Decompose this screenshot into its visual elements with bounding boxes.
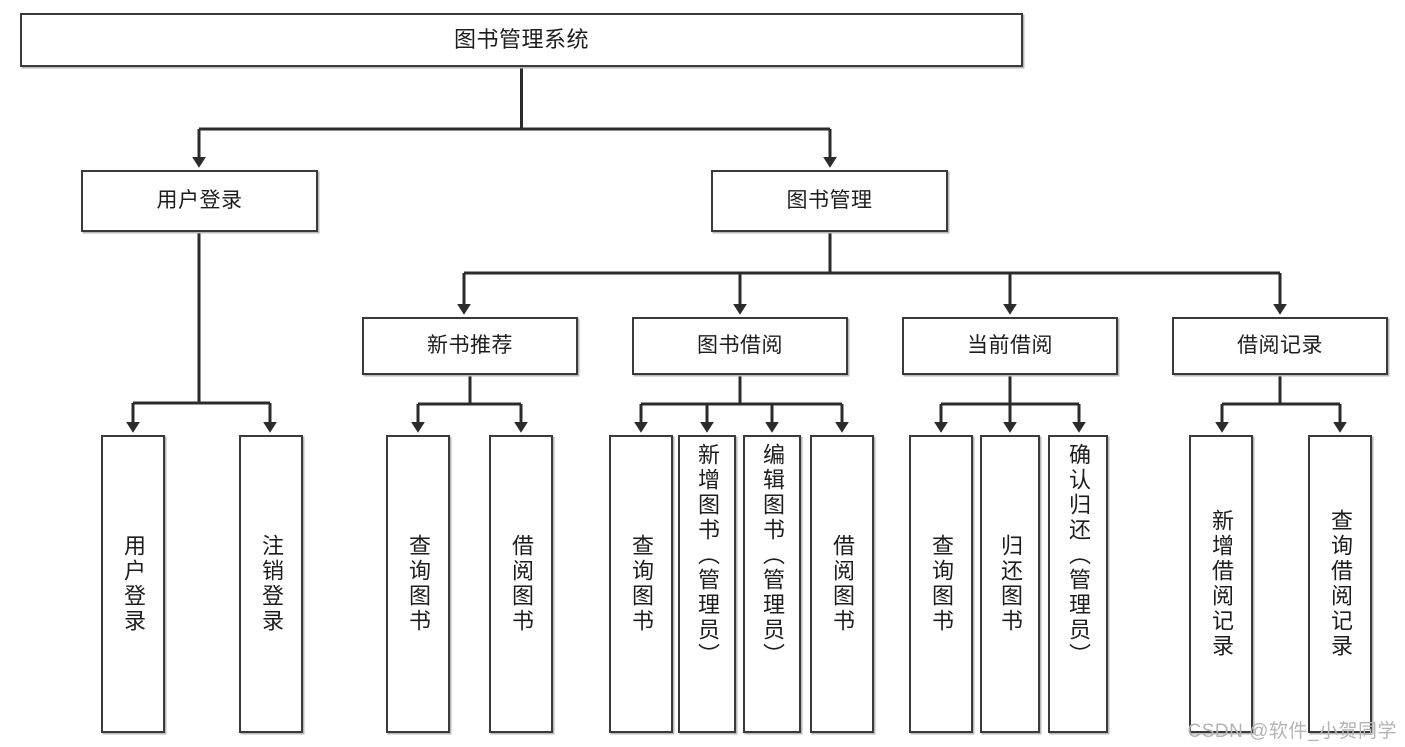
- node-current-borrow[interactable]: 当前借阅: [902, 317, 1118, 375]
- leaf-label: 借阅图书: [508, 534, 534, 634]
- leaf-label: 查询借阅记录: [1327, 509, 1353, 659]
- leaf-label: 注销登录: [258, 534, 284, 634]
- leaf-return-book[interactable]: 归还图书: [980, 435, 1040, 733]
- leaf-borrow-book[interactable]: 借阅图书: [810, 435, 874, 733]
- node-root-system[interactable]: 图书管理系统: [20, 13, 1023, 67]
- leaf-add-book-admin[interactable]: 新增图书（管理员）: [678, 435, 736, 733]
- node-user-login[interactable]: 用户登录: [81, 170, 318, 232]
- leaf-user-login[interactable]: 用户登录: [101, 435, 165, 733]
- leaf-label: 确认归还（管理员）: [1065, 443, 1091, 668]
- node-new-book-recommend[interactable]: 新书推荐: [362, 317, 578, 375]
- leaf-borrow-book-newbook[interactable]: 借阅图书: [489, 435, 553, 733]
- leaf-label: 查询图书: [628, 534, 654, 634]
- leaf-add-borrow-record[interactable]: 新增借阅记录: [1189, 435, 1253, 733]
- node-label: 图书管理系统: [453, 26, 589, 52]
- node-book-borrow[interactable]: 图书借阅: [632, 317, 848, 375]
- node-label: 当前借阅: [967, 334, 1053, 358]
- leaf-query-book-newbook[interactable]: 查询图书: [386, 435, 450, 733]
- node-label: 借阅记录: [1237, 334, 1323, 358]
- watermark-text: CSDN @软件_小贺同学: [1187, 721, 1397, 742]
- node-book-management[interactable]: 图书管理: [711, 170, 948, 232]
- leaf-confirm-return-admin[interactable]: 确认归还（管理员）: [1048, 435, 1108, 733]
- leaf-label: 归还图书: [997, 534, 1023, 634]
- node-label: 图书管理: [786, 189, 873, 213]
- node-label: 新书推荐: [427, 334, 513, 358]
- leaf-edit-book-admin[interactable]: 编辑图书（管理员）: [743, 435, 801, 733]
- leaf-query-book-current[interactable]: 查询图书: [909, 435, 973, 733]
- leaf-label: 用户登录: [120, 534, 146, 634]
- leaf-label: 查询图书: [405, 534, 431, 634]
- node-label: 图书借阅: [697, 334, 783, 358]
- leaf-label: 借阅图书: [829, 534, 855, 634]
- leaf-label: 编辑图书（管理员）: [759, 443, 785, 668]
- leaf-query-book-borrow[interactable]: 查询图书: [609, 435, 673, 733]
- leaf-logout[interactable]: 注销登录: [239, 435, 303, 733]
- node-borrow-record[interactable]: 借阅记录: [1172, 317, 1388, 375]
- leaf-label: 新增图书（管理员）: [694, 443, 720, 668]
- leaf-label: 新增借阅记录: [1208, 509, 1234, 659]
- leaf-query-borrow-record[interactable]: 查询借阅记录: [1308, 435, 1372, 733]
- node-label: 用户登录: [156, 189, 243, 213]
- leaf-label: 查询图书: [928, 534, 954, 634]
